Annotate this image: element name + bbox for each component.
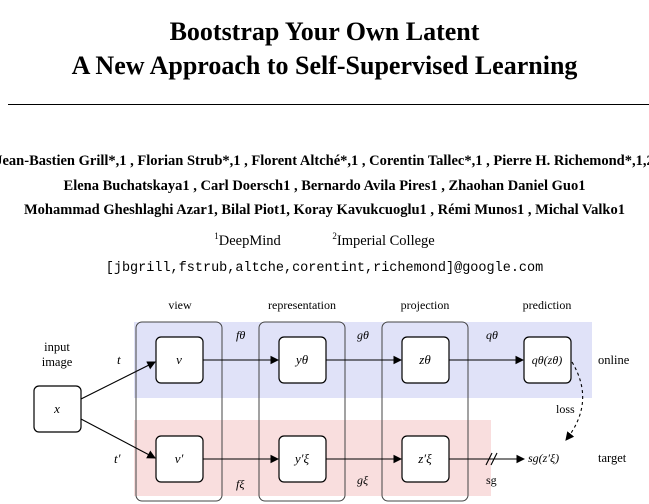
input-label-line2: image bbox=[42, 355, 73, 369]
arrow-input-to-target-view bbox=[80, 418, 156, 459]
stop-gradient-label: sg bbox=[486, 473, 497, 487]
column-label-view: view bbox=[168, 298, 192, 312]
input-node-label: x bbox=[53, 401, 60, 416]
column-label-prediction: prediction bbox=[523, 298, 572, 312]
column-frame-view bbox=[135, 321, 223, 502]
online-projection-label: zθ bbox=[418, 352, 431, 367]
authors-line3: Mohammad Gheshlaghi Azar1, Bilal Piot1, … bbox=[24, 202, 625, 218]
target-view-label: v′ bbox=[175, 451, 184, 466]
stop-gradient-output-label: sg(z′ξ) bbox=[528, 451, 559, 465]
loss-label: loss bbox=[556, 402, 575, 416]
column-label-projection: projection bbox=[401, 298, 450, 312]
contact-email: [jbgrill,fstrub,altche,corentint,richemo… bbox=[105, 261, 544, 276]
target-representation-label: y′ξ bbox=[293, 451, 310, 466]
target-projection-label: z′ξ bbox=[417, 451, 432, 466]
paper-title-line1: Bootstrap Your Own Latent bbox=[169, 17, 480, 46]
arrow-input-to-online-view bbox=[80, 361, 156, 400]
stop-gradient-slash-1 bbox=[485, 452, 493, 466]
authors-line1: Jean-Bastien Grill*,1 , Florian Strub*,1… bbox=[0, 153, 649, 169]
online-view-label: v bbox=[176, 352, 182, 367]
title-rule bbox=[8, 104, 649, 105]
online-prediction-label: qθ(zθ) bbox=[532, 353, 562, 367]
online-branch-label: online bbox=[598, 353, 630, 367]
affiliation-imperial: 2Imperial College bbox=[332, 231, 435, 249]
online-augmentation-label: t bbox=[117, 352, 121, 367]
target-branch-label: target bbox=[598, 451, 627, 465]
target-augmentation-label: t′ bbox=[114, 451, 121, 466]
column-frame-representation bbox=[258, 321, 346, 502]
target-projector-label: gξ bbox=[357, 473, 369, 487]
online-projector-label: gθ bbox=[357, 328, 369, 342]
stop-gradient-slash-2 bbox=[490, 452, 498, 466]
byol-architecture-diagram: view representation projection predictio… bbox=[33, 298, 630, 502]
affiliations: 1DeepMind 2Imperial College bbox=[0, 231, 649, 250]
online-representation-label: yθ bbox=[294, 352, 309, 367]
input-node bbox=[33, 385, 82, 433]
loss-connector bbox=[565, 361, 584, 441]
online-predictor-label: qθ bbox=[486, 328, 498, 342]
affiliation-deepmind: 1DeepMind bbox=[214, 231, 281, 249]
authors-line2: Elena Buchatskaya1 , Carl Doersch1 , Ber… bbox=[63, 178, 586, 194]
target-encoder-label: fξ bbox=[236, 477, 245, 491]
input-label-line1: input bbox=[44, 340, 70, 354]
paper-title-line2: A New Approach to Self-Supervised Learni… bbox=[71, 51, 578, 80]
column-frame-projection bbox=[381, 321, 469, 502]
online-encoder-label: fθ bbox=[236, 328, 245, 342]
column-label-representation: representation bbox=[268, 298, 336, 312]
